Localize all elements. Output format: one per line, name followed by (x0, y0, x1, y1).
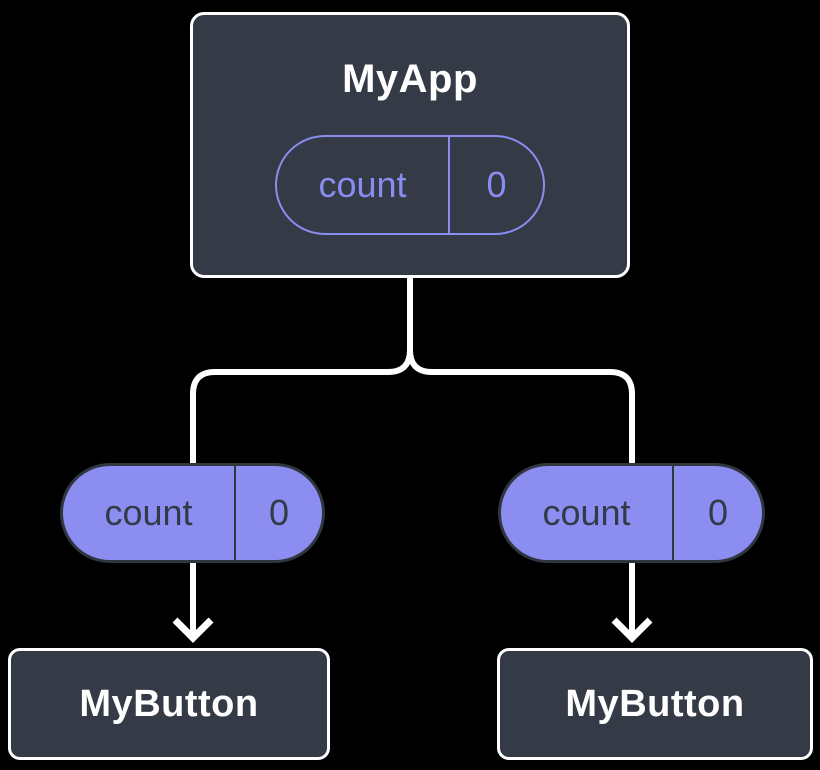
state-pill: count 0 (275, 135, 545, 235)
mybutton-left-title: MyButton (79, 683, 259, 725)
state-pill-label: count (277, 137, 450, 233)
arrow-left-head-icon (172, 617, 214, 643)
mybutton-node-left: MyButton (8, 648, 330, 760)
fork-left-connector (190, 277, 413, 466)
prop-pill-right-label: count (501, 466, 674, 560)
prop-pill-left-value: 0 (268, 492, 290, 533)
fork-right-connector (407, 277, 635, 466)
prop-pill-right: count 0 (498, 463, 765, 563)
prop-pill-left-label: count (63, 466, 236, 560)
myapp-node: MyApp count 0 (190, 12, 630, 278)
myapp-title: MyApp (342, 57, 478, 101)
mybutton-node-right: MyButton (497, 648, 813, 760)
prop-pill-right-value: 0 (707, 492, 729, 533)
mybutton-right-title: MyButton (565, 683, 745, 725)
arrow-right-head-icon (611, 617, 653, 643)
prop-pill-left: count 0 (60, 463, 325, 563)
state-pill-value: 0 (486, 164, 507, 205)
